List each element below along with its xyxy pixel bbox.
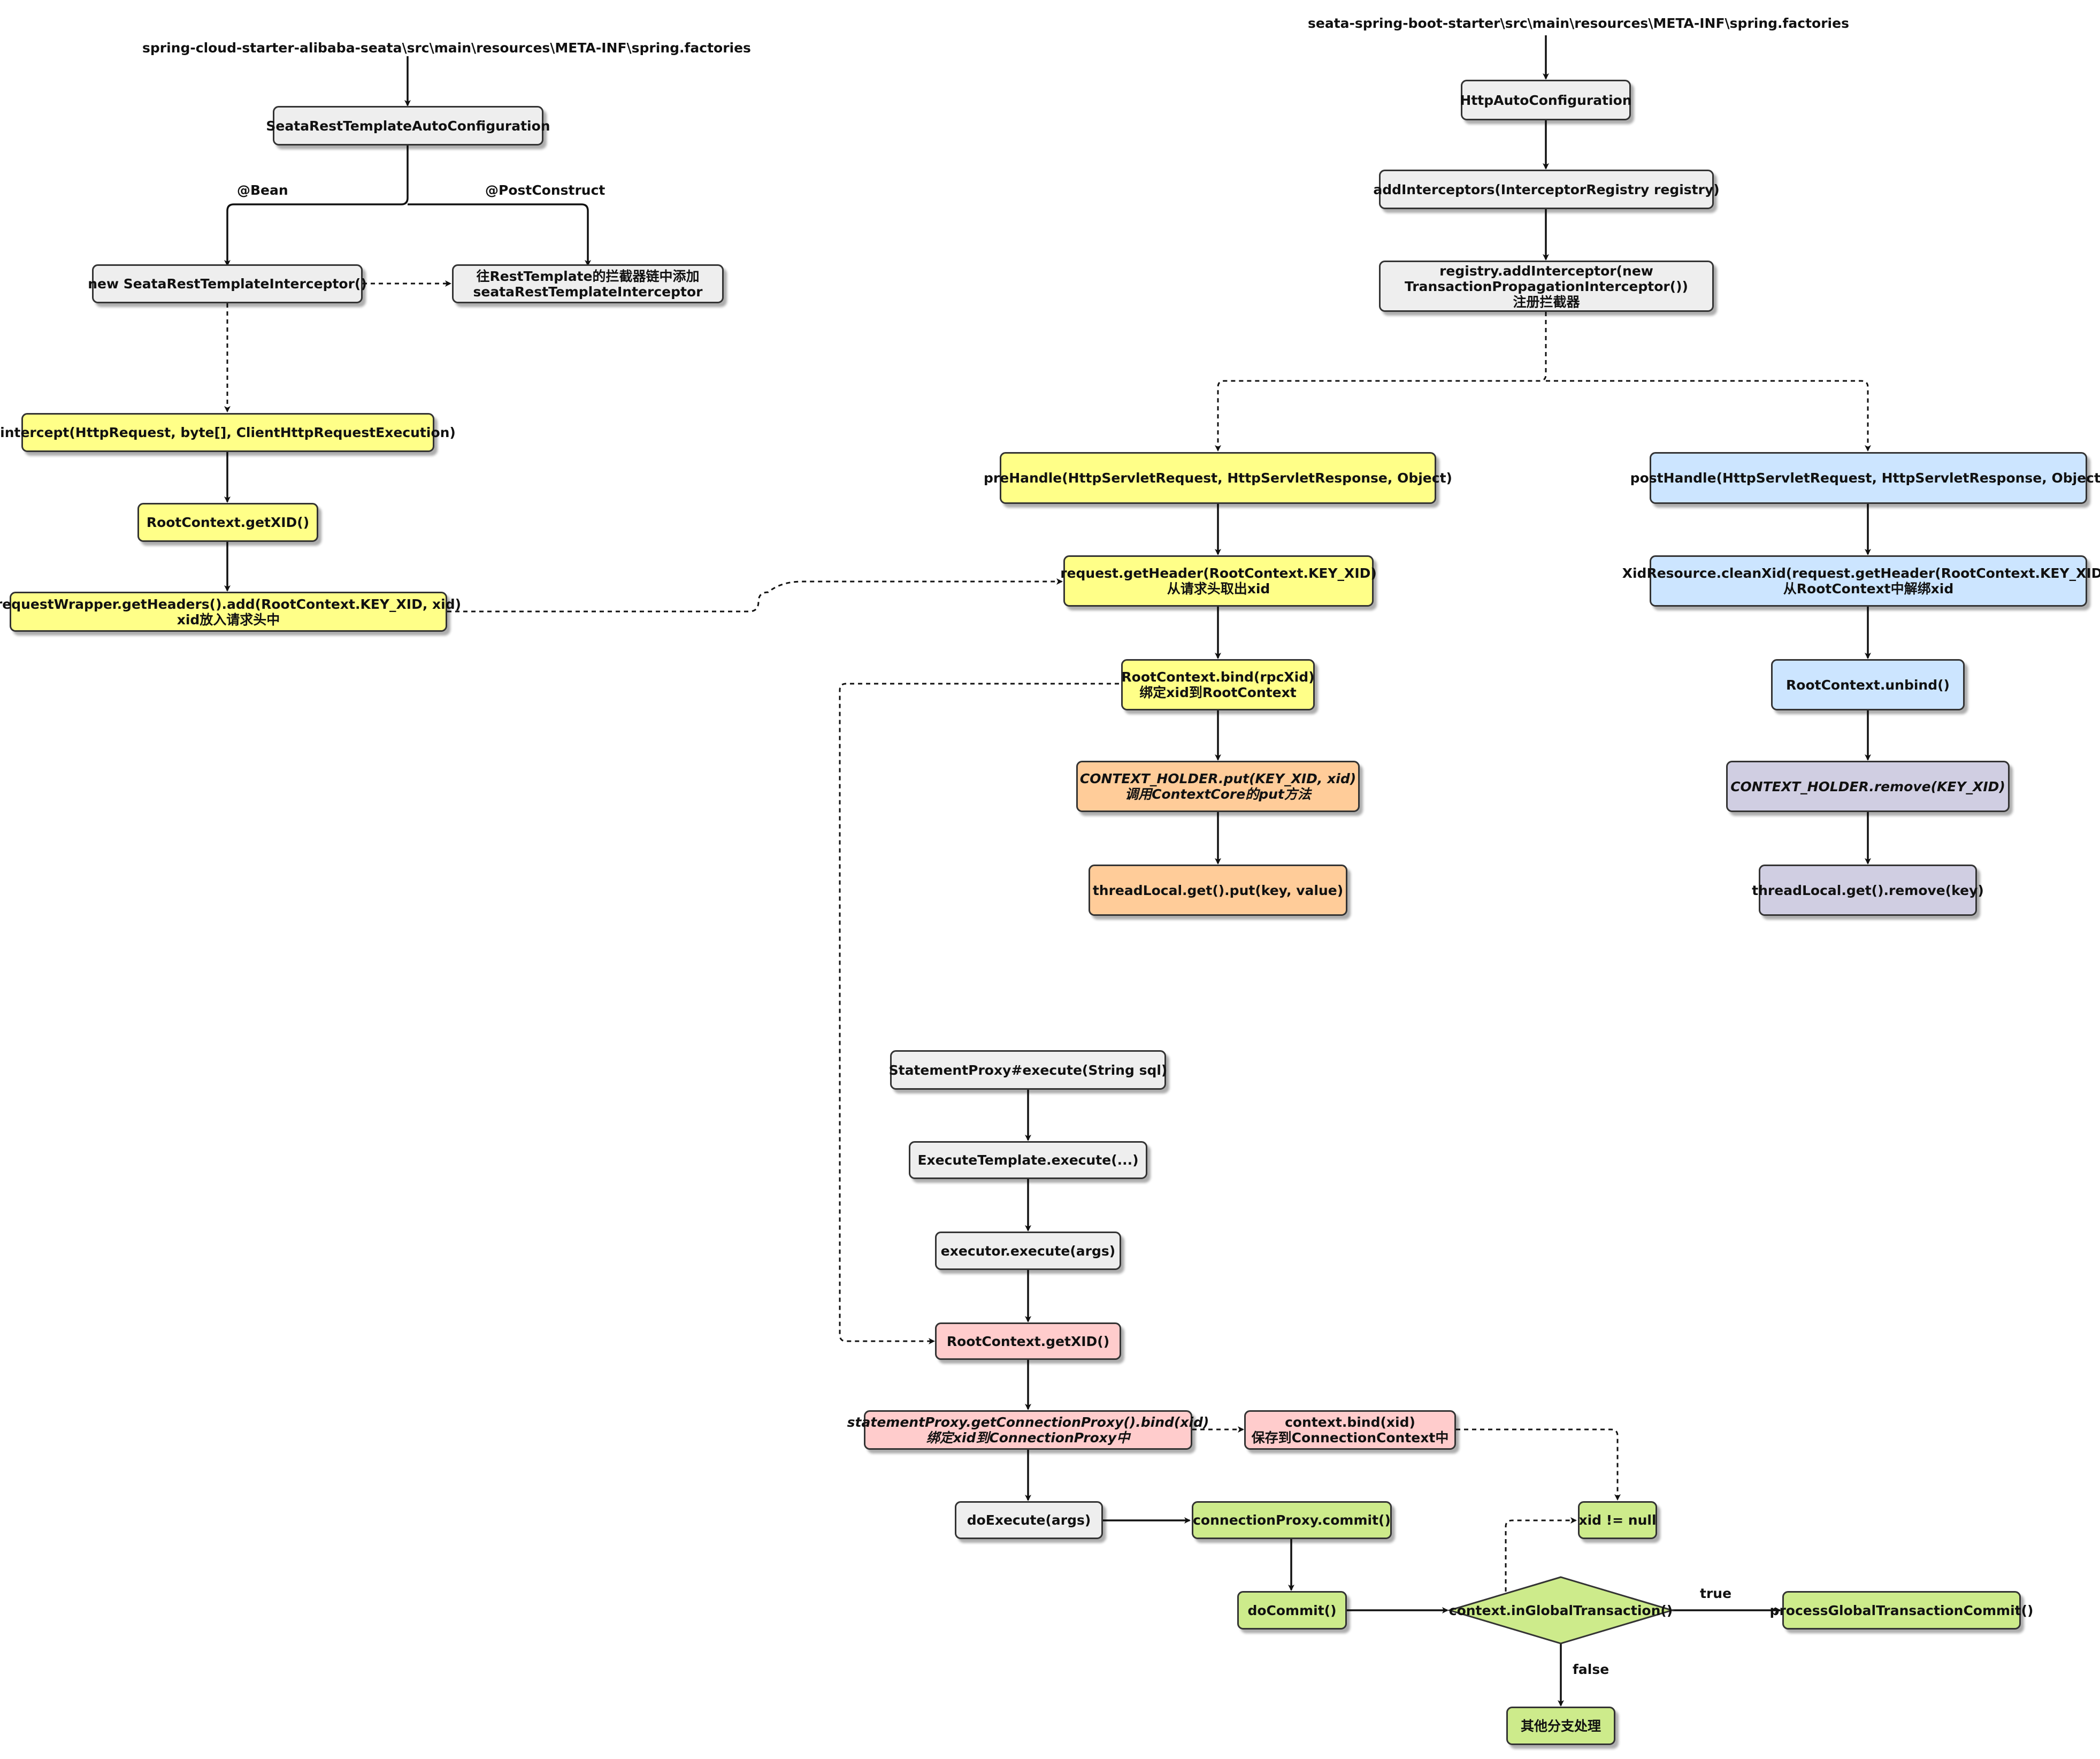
context-holder-put: CONTEXT_HOLDER.put(KEY_XID, xid) 调用Conte…: [1076, 761, 1360, 812]
node-label-line2: TransactionPropagationInterceptor()): [1405, 278, 1688, 294]
node-label: connectionProxy.commit(): [1193, 1512, 1391, 1528]
edge-registry-split: [1215, 312, 1547, 452]
node-label: RootContext.getXID(): [146, 515, 310, 530]
exec-root-context-get-xid: RootContext.getXID(): [935, 1322, 1121, 1360]
node-label-line1: XidResource.cleanXid(request.getHeader(R…: [1622, 565, 2100, 581]
node-label: processGlobalTransactionCommit(): [1769, 1602, 2034, 1618]
node-label: RootContext.unbind(): [1786, 677, 1950, 693]
thread-local-remove: threadLocal.get().remove(key): [1752, 865, 1984, 916]
decision-diamond: [1446, 1576, 1675, 1645]
node-label-line2: 保存到ConnectionContext中: [1251, 1430, 1449, 1446]
statement-proxy-execute: StatementProxy#execute(String sql): [888, 1050, 1168, 1090]
right-source-file: seata-spring-boot-starter\src\main\resou…: [1308, 16, 1849, 31]
node-label-line3: 注册拦截器: [1513, 294, 1580, 310]
node-label-line2: xid放入请求头中: [177, 611, 280, 628]
node-label: RootContext.getXID(): [946, 1333, 1110, 1349]
root-context-bind: RootContext.bind(rpcXid) 绑定xid到RootConte…: [1121, 659, 1315, 710]
root-context-unbind: RootContext.unbind(): [1771, 659, 1965, 710]
node-label: CONTEXT_HOLDER.remove(KEY_XID): [1730, 778, 2005, 794]
edge-decision-xidnotnull: [1505, 1517, 1577, 1592]
node-label: threadLocal.get().put(key, value): [1092, 882, 1344, 898]
node-label: addInterceptors(InterceptorRegistry regi…: [1373, 181, 1720, 197]
thread-local-put: threadLocal.get().put(key, value): [1089, 865, 1347, 916]
node-label: new SeataRestTemplateInterceptor(): [88, 276, 367, 292]
node-label: postHandle(HttpServletRequest, HttpServl…: [1630, 470, 2100, 486]
node-label: HttpAutoConfiguration: [1460, 92, 1632, 108]
edge-autoconfig-bean: [224, 146, 409, 266]
do-execute: doExecute(args): [955, 1501, 1103, 1539]
do-commit: doCommit(): [1237, 1591, 1347, 1630]
left-root-context-get-xid: RootContext.getXID(): [137, 503, 318, 542]
node-label: executor.execute(args): [940, 1243, 1116, 1259]
node-label: context.inGlobalTransaction(): [1448, 1602, 1673, 1618]
http-auto-configuration: HttpAutoConfiguration: [1460, 80, 1632, 120]
node-label-line1: requestWrapper.getHeaders().add(RootCont…: [0, 596, 462, 612]
new-seata-rest-template-interceptor: new SeataRestTemplateInterceptor(): [88, 264, 367, 303]
node-label-line2: 绑定xid到RootContext: [1139, 685, 1297, 700]
xid-resource-clean-xid: XidResource.cleanXid(request.getHeader(R…: [1622, 555, 2100, 607]
node-label: StatementProxy#execute(String sql): [888, 1062, 1168, 1078]
node-label: 其他分支处理: [1520, 1718, 1601, 1734]
node-label: doCommit(): [1247, 1602, 1337, 1618]
process-global-transaction-commit: processGlobalTransactionCommit(): [1770, 1591, 2033, 1630]
seata-rest-template-auto-configuration: SeataRestTemplateAutoConfiguration: [266, 106, 550, 146]
edge-bind-to-getxid: [839, 683, 1119, 1344]
executor-execute: executor.execute(args): [935, 1232, 1121, 1270]
context-bind: context.bind(xid) 保存到ConnectionContext中: [1244, 1410, 1456, 1450]
xid-not-null-check: xid != null: [1578, 1501, 1657, 1539]
edge-autoconfig-postconstruct: [408, 203, 591, 266]
node-label-line2: 调用ContextCore的put方法: [1125, 786, 1311, 802]
pre-handle: preHandle(HttpServletRequest, HttpServle…: [984, 452, 1452, 504]
node-label-line2: seataRestTemplateInterceptor: [473, 284, 703, 300]
edge-registry-post: [1546, 380, 1871, 452]
other-branch-handling: 其他分支处理: [1506, 1707, 1615, 1745]
in-global-transaction-decision: context.inGlobalTransaction(): [1448, 1600, 1673, 1621]
add-interceptors: addInterceptors(InterceptorRegistry regi…: [1373, 170, 1720, 209]
node-label: threadLocal.get().remove(key): [1752, 882, 1984, 898]
node-label: doExecute(args): [967, 1512, 1091, 1528]
request-get-header: request.getHeader(RootContext.KEY_XID) 从…: [1060, 555, 1377, 607]
execute-template-execute: ExecuteTemplate.execute(...): [909, 1141, 1147, 1179]
node-label-line1: RootContext.bind(rpcXid): [1121, 669, 1315, 685]
intercept-method: intercept(HttpRequest, byte[], ClientHtt…: [0, 413, 456, 452]
node-label: SeataRestTemplateAutoConfiguration: [266, 118, 550, 134]
post-handle: postHandle(HttpServletRequest, HttpServl…: [1630, 452, 2100, 504]
node-label: preHandle(HttpServletRequest, HttpServle…: [984, 470, 1452, 486]
postconstruct-annotation-label: @PostConstruct: [485, 182, 606, 198]
add-interceptor-to-chain: 往RestTemplate的拦截器链中添加 seataRestTemplateI…: [452, 264, 724, 303]
node-label-line1: registry.addInterceptor(new: [1439, 263, 1653, 279]
bean-annotation-label: @Bean: [237, 182, 288, 198]
node-label-line2: 从请求头取出xid: [1167, 581, 1270, 596]
edge-headers-to-getheader: [447, 578, 1063, 613]
node-label-line1: request.getHeader(RootContext.KEY_XID): [1060, 565, 1377, 581]
node-label: ExecuteTemplate.execute(...): [917, 1152, 1139, 1168]
node-label-line1: statementProxy.getConnectionProxy().bind…: [847, 1414, 1209, 1430]
node-label-line1: context.bind(xid): [1285, 1414, 1415, 1430]
left-source-file: spring-cloud-starter-alibaba-seata\src\m…: [142, 40, 751, 56]
registry-add-interceptor: registry.addInterceptor(new TransactionP…: [1379, 261, 1714, 312]
context-holder-remove: CONTEXT_HOLDER.remove(KEY_XID): [1726, 761, 2010, 812]
node-label-line2: 从RootContext中解绑xid: [1783, 581, 1954, 596]
node-label: xid != null: [1578, 1512, 1657, 1528]
node-label-line1: 往RestTemplate的拦截器链中添加: [476, 268, 700, 284]
statement-proxy-bind-connection: statementProxy.getConnectionProxy().bind…: [847, 1410, 1209, 1450]
edge-contextbind-xidnotnull: [1456, 1428, 1621, 1501]
node-label-line2: 绑定xid到ConnectionProxy中: [926, 1430, 1130, 1446]
request-wrapper-headers-add: requestWrapper.getHeaders().add(RootCont…: [0, 592, 461, 632]
node-label-line1: CONTEXT_HOLDER.put(KEY_XID, xid): [1079, 771, 1356, 786]
connection-proxy-commit: connectionProxy.commit(): [1192, 1501, 1392, 1539]
node-label: intercept(HttpRequest, byte[], ClientHtt…: [0, 425, 456, 440]
true-branch-label: true: [1700, 1586, 1732, 1601]
false-branch-label: false: [1573, 1662, 1610, 1677]
